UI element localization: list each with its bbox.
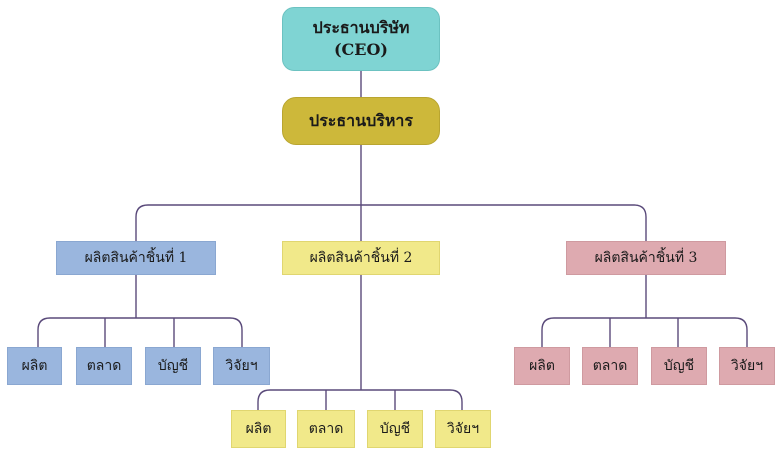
connector-b3-bar [541,317,748,347]
leaf-b3-research: วิจัยฯ [719,347,775,385]
connector-branch-3 [361,204,647,241]
leaf-label: วิจัยฯ [446,421,480,437]
leaf-label: วิจัยฯ [225,358,258,374]
branch-node-2: ผลิตสินค้าชิ้นที่ 2 [282,241,440,275]
leaf-b3-accounting: บัญชี [651,347,707,385]
branch-label: ผลิตสินค้าชิ้นที่ 3 [594,250,698,266]
leaf-label: ผลิต [529,358,555,374]
ceo-abbrev: (CEO) [333,40,388,59]
leaf-b1-marketing: ตลาด [76,347,132,385]
branch-label: ผลิตสินค้าชิ้นที่ 1 [84,250,188,266]
leaf-label: ผลิต [21,358,48,374]
leaf-label: ตลาด [592,358,628,374]
leaf-b2-production: ผลิต [231,410,286,448]
leaf-b2-research: วิจัยฯ [435,410,491,448]
leaf-b1-production: ผลิต [7,347,62,385]
leaf-label: บัญชี [663,358,695,374]
branch-node-1: ผลิตสินค้าชิ้นที่ 1 [56,241,216,275]
leaf-b1-research: วิจัยฯ [213,347,270,385]
connector-branch-1 [135,204,361,241]
leaf-label: ผลิต [245,421,272,437]
leaf-b1-accounting: บัญชี [145,347,201,385]
leaf-b2-marketing: ตลาด [297,410,355,448]
leaf-b2-accounting: บัญชี [367,410,423,448]
ceo-node: ประธานบริษัท (CEO) [282,7,440,71]
leaf-b3-marketing: ตลาด [582,347,638,385]
connector-b2-bar [257,389,463,410]
leaf-label: ตลาด [308,421,344,437]
executive-title: ประธานบริหาร [309,110,413,130]
leaf-label: บัญชี [379,421,411,437]
leaf-b3-production: ผลิต [514,347,570,385]
executive-node: ประธานบริหาร [282,97,440,145]
connector-b1-bar [37,317,243,347]
branch-node-3: ผลิตสินค้าชิ้นที่ 3 [566,241,726,275]
ceo-title: ประธานบริษัท [312,18,410,37]
leaf-label: บัญชี [157,358,189,374]
leaf-label: วิจัยฯ [730,358,764,374]
branch-label: ผลิตสินค้าชิ้นที่ 2 [309,250,413,266]
leaf-label: ตลาด [86,358,122,374]
